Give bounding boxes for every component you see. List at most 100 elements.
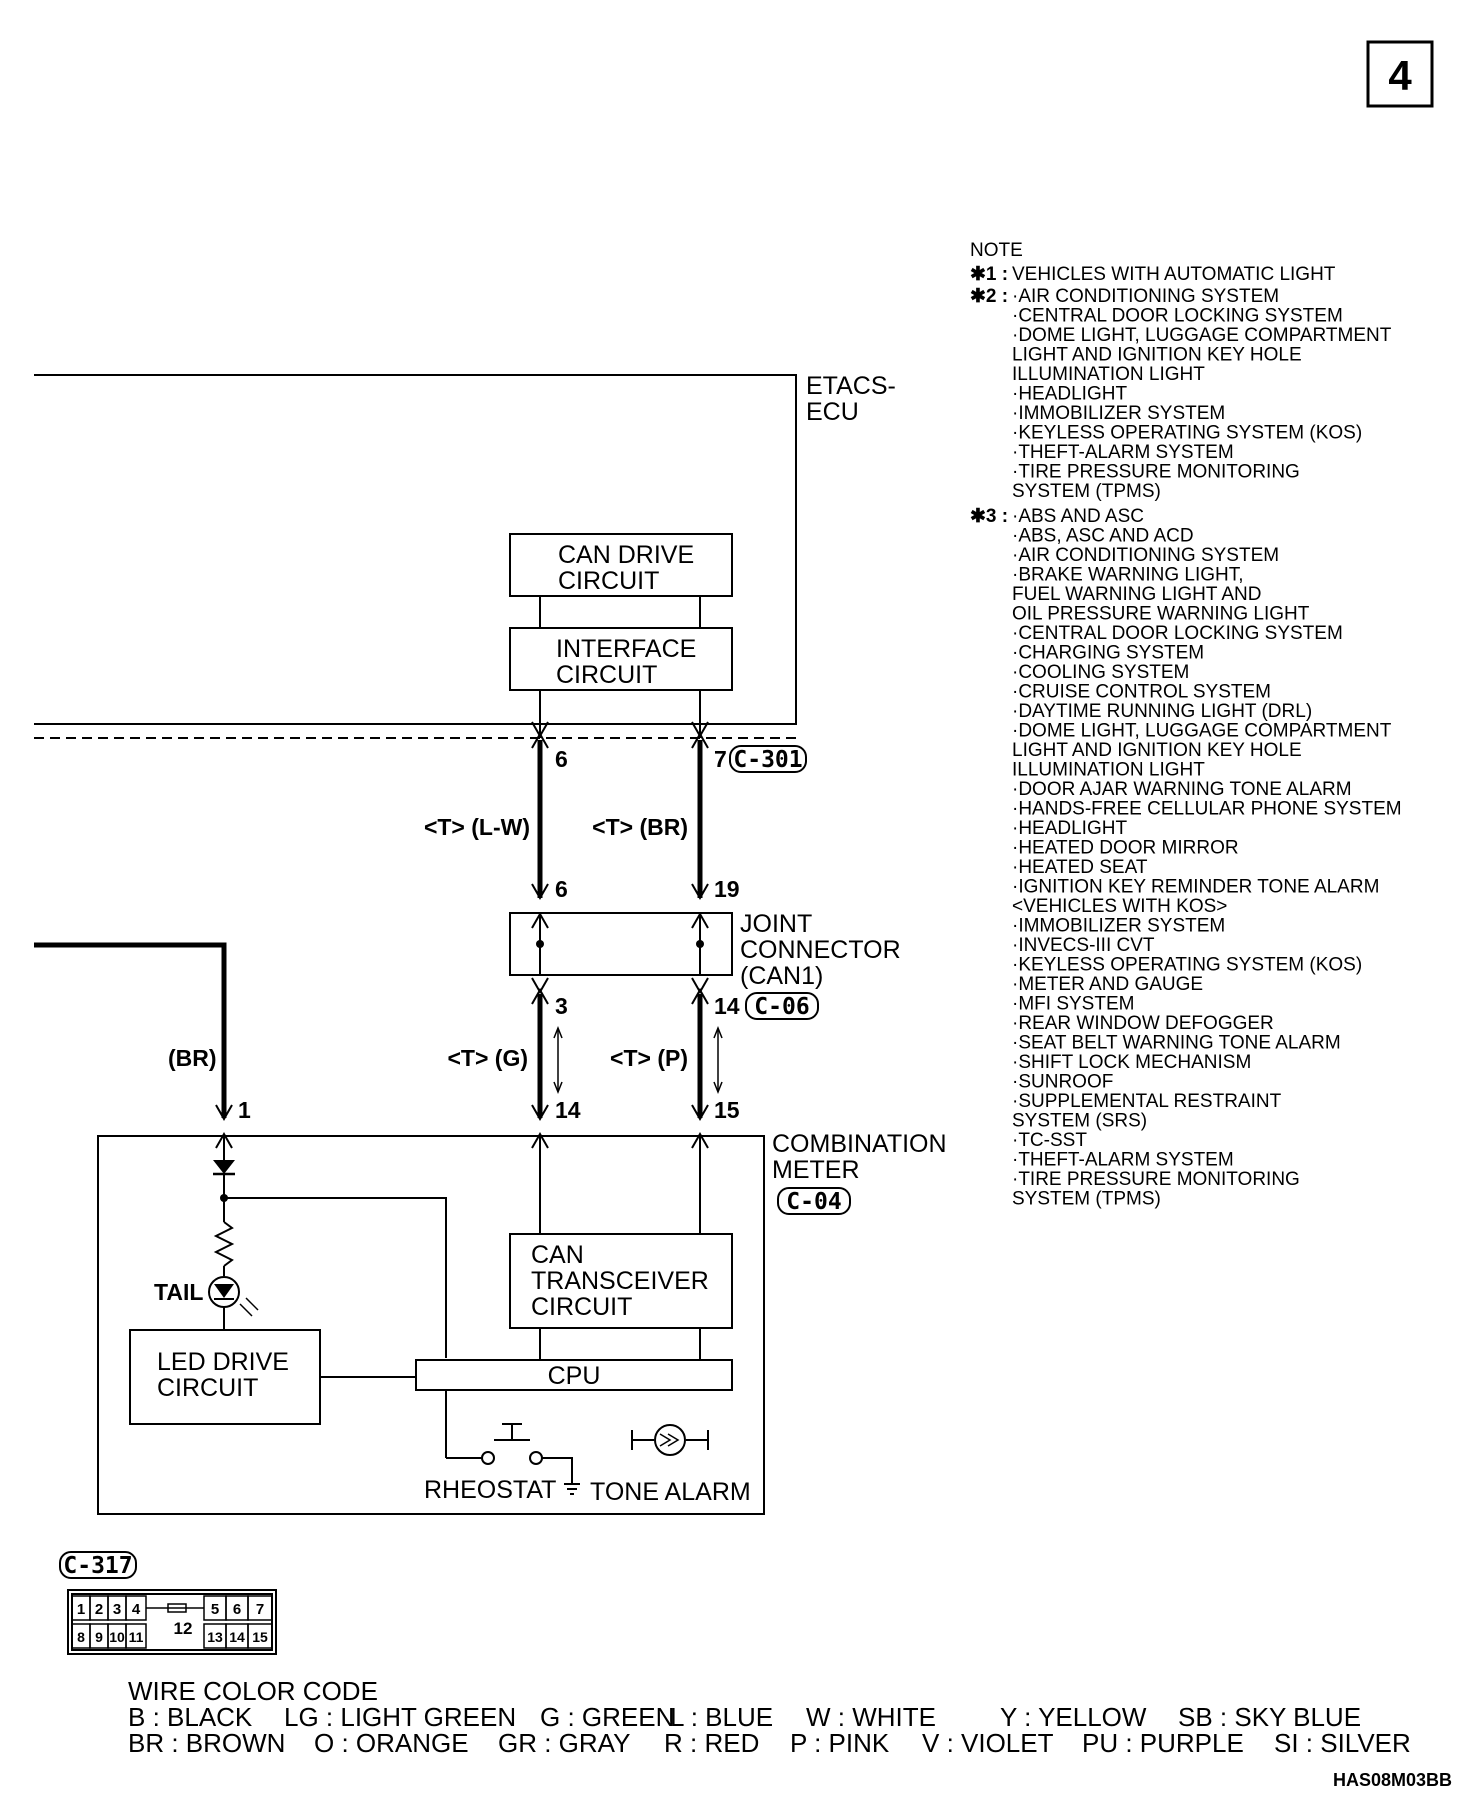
resistor-icon [213, 1221, 235, 1267]
wire-color-entry: BR : BROWN [128, 1728, 285, 1758]
connector-c04: C-04 [786, 1189, 841, 1215]
connector-c317-label: C-317 [63, 1553, 132, 1579]
c317-pin-top: 6 [233, 1601, 241, 1618]
notes: NOTE ✱1 : ✱2 : ✱3 : VEHICLES WITH AUTOMA… [970, 240, 1402, 1210]
interface-label-2: CIRCUIT [556, 661, 657, 689]
note3-line: ·SUNROOF [1012, 1072, 1113, 1093]
led-drive-label-1: LED DRIVE [157, 1348, 289, 1376]
page-number-box [1366, 40, 1434, 108]
note3-line: <VEHICLES WITH KOS> [1012, 896, 1227, 917]
note3-line: ·MFI SYSTEM [1012, 994, 1134, 1015]
figure-code: HAS08M03BB [1333, 1770, 1452, 1790]
can-signal-arrows [553, 1025, 723, 1095]
c317-pin-bottom: 14 [229, 1629, 245, 1645]
wire-color-entry: B : BLACK [128, 1702, 253, 1732]
wire-color-entry: L : BLUE [670, 1702, 773, 1732]
note3-line: ·CHARGING SYSTEM [1012, 643, 1204, 664]
pin-joint-bottom-right: 14 [714, 993, 740, 1019]
note3-line: SYSTEM (SRS) [1012, 1111, 1147, 1132]
wire-color-entry: V : VIOLET [922, 1728, 1054, 1758]
can-transceiver-label-2: TRANSCEIVER [531, 1267, 709, 1295]
note2-line: ·IMMOBILIZER SYSTEM [1012, 403, 1225, 424]
note2-line: LIGHT AND IGNITION KEY HOLE [1012, 345, 1302, 366]
c317-pin-top: 4 [132, 1601, 141, 1618]
note2-line: ·HEADLIGHT [1012, 384, 1127, 405]
note3-line: ·SEAT BELT WARNING TONE ALARM [1012, 1033, 1341, 1054]
can-transceiver-box [509, 1233, 733, 1329]
wire-color-entry: SI : SILVER [1274, 1728, 1411, 1758]
note3-line: ·ABS, ASC AND ACD [1012, 526, 1194, 547]
wire-color-entry: R : RED [664, 1728, 759, 1758]
wire-label-power: (BR) [168, 1045, 217, 1071]
diode-icon [213, 1160, 235, 1174]
connector-c301: C-301 [733, 747, 802, 773]
wire-color-entry: PU : PURPLE [1082, 1728, 1244, 1758]
joint-label-1: JOINT [740, 910, 812, 938]
c317-pin-top: 1 [77, 1601, 85, 1618]
pin-meter-power: 1 [238, 1097, 251, 1123]
note1-line: VEHICLES WITH AUTOMATIC LIGHT [1012, 264, 1336, 285]
note2-line: ·AIR CONDITIONING SYSTEM [1012, 286, 1279, 307]
can-drive-label-1: CAN DRIVE [558, 541, 694, 569]
note3-line: ·REAR WINDOW DEFOGGER [1012, 1013, 1274, 1034]
tone-alarm-icon [654, 1424, 686, 1456]
wire-color-entry: SB : SKY BLUE [1178, 1702, 1361, 1732]
wire-color-entry: O : ORANGE [314, 1728, 469, 1758]
combination-meter: COMBINATION METER C-04 TAIL LED DRIVE CI… [97, 1130, 947, 1515]
notes-title: NOTE [970, 240, 1023, 261]
note3-line: ·HEATED SEAT [1012, 857, 1148, 878]
rheostat-switch-icon [481, 1451, 495, 1465]
note3-line: ·HANDS-FREE CELLULAR PHONE SYSTEM [1012, 799, 1402, 820]
joint-connector-box [509, 912, 733, 976]
can-drive-circuit-box [509, 533, 733, 597]
c317-pin-12: 12 [174, 1619, 193, 1638]
connector-c04-badge [777, 1187, 851, 1215]
can-transceiver-label-3: CIRCUIT [531, 1293, 632, 1321]
cpu-box [415, 1359, 733, 1391]
wire-power-br [34, 942, 227, 1118]
wire-color-entry: G : GREEN [540, 1702, 674, 1732]
note2-line: SYSTEM (TPMS) [1012, 481, 1161, 502]
c317-pin-bottom: 10 [109, 1629, 125, 1645]
note3-line: LIGHT AND IGNITION KEY HOLE [1012, 740, 1302, 761]
note3-mark: ✱3 : [970, 506, 1008, 527]
joint-label-3: (CAN1) [740, 962, 823, 990]
rheostat-label: RHEOSTAT [424, 1476, 556, 1504]
meter-label-1: COMBINATION [772, 1130, 947, 1158]
wire-color-entry: LG : LIGHT GREEN [284, 1702, 516, 1732]
note3-line: ·THEFT-ALARM SYSTEM [1012, 1150, 1234, 1171]
note3-line: ·ABS AND ASC [1012, 506, 1144, 527]
note3-line: ·SUPPLEMENTAL RESTRAINT [1012, 1091, 1282, 1112]
wire-color-code: WIRE COLOR CODE B : BLACK LG : LIGHT GREE… [128, 1676, 1411, 1758]
wire-color-entry: P : PINK [790, 1728, 890, 1758]
note3-line: SYSTEM (TPMS) [1012, 1189, 1161, 1210]
combination-meter-box [97, 1135, 765, 1515]
cpu-label: CPU [548, 1362, 601, 1390]
pin-etacs-right: 7 [714, 746, 727, 772]
note3-line: ·INVECS-III CVT [1012, 935, 1155, 956]
connector-c06: C-06 [754, 994, 809, 1020]
wire-color-entry: Y : YELLOW [1000, 1702, 1147, 1732]
wire-label-upper-left: <T> (L-W) [424, 814, 530, 840]
c317-pin-top: 5 [211, 1601, 219, 1618]
c317-pin-cell [247, 1623, 273, 1649]
can-transceiver-label-1: CAN [531, 1241, 584, 1269]
c317-pin-top: 2 [95, 1601, 103, 1618]
note3-line: ·BRAKE WARNING LIGHT, [1012, 565, 1244, 586]
note3-line: ILLUMINATION LIGHT [1012, 760, 1205, 781]
c317-pin-bottom: 15 [252, 1629, 268, 1645]
interface-circuit-box [509, 627, 733, 691]
note2-line: ·DOME LIGHT, LUGGAGE COMPARTMENT [1012, 325, 1392, 346]
tail-label: TAIL [154, 1279, 203, 1305]
note2-line: ·TIRE PRESSURE MONITORING [1012, 462, 1300, 483]
c317-pin-top: 3 [113, 1601, 121, 1618]
note3-line: ·AIR CONDITIONING SYSTEM [1012, 545, 1279, 566]
note1-mark: ✱1 : [970, 264, 1008, 285]
note3-line: ·DOOR AJAR WARNING TONE ALARM [1012, 779, 1352, 800]
etacs-label-2: ECU [806, 398, 859, 426]
wire-color-code-title: WIRE COLOR CODE [128, 1676, 378, 1706]
interface-label-1: INTERFACE [556, 635, 696, 663]
c317-pin-cell [125, 1623, 147, 1649]
note3-line: ·TIRE PRESSURE MONITORING [1012, 1169, 1300, 1190]
